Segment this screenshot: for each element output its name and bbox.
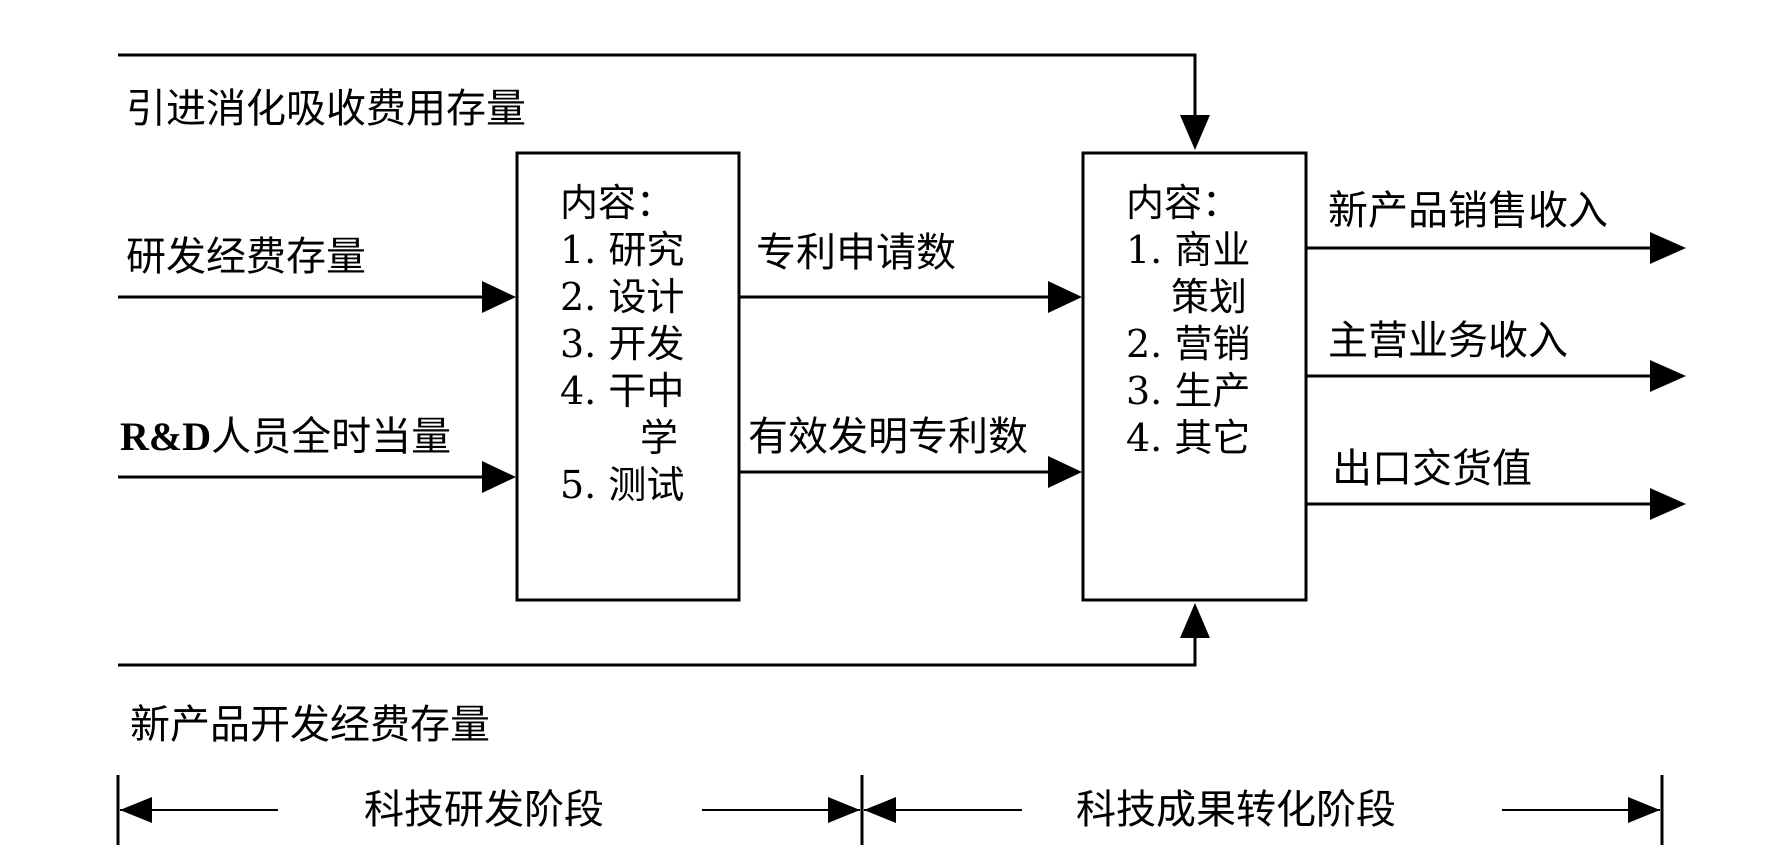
export-arrowhead [1650,488,1686,520]
new-product-funding-label: 新产品开发经费存量 [130,702,490,748]
conversion-stage-right-arrowhead [1628,797,1660,823]
rd-box-item-research: 1. 研究 [560,228,685,272]
conversion-box-heading: 内容： [1126,181,1241,225]
rd-box-heading: 内容： [560,181,675,225]
conversion-box-item-production: 3. 生产 [1126,369,1251,413]
main-business-income-label: 主营业务收入 [1328,318,1568,364]
conversion-box-item-other: 4. 其它 [1126,416,1251,460]
rd-funding-label: 研发经费存量 [126,234,366,280]
patent-applications-arrowhead [1048,281,1082,313]
introduction-flow-line [118,53,1197,118]
conversion-stage-label: 科技成果转化阶段 [1068,787,1404,833]
new-product-arrowhead [1180,603,1210,638]
patent-applications-label: 专利申请数 [756,230,956,276]
main-business-arrowhead [1650,360,1686,392]
rd-stage-right-arrowhead [828,797,860,823]
rd-personnel-arrowhead [482,461,516,493]
rd-box-content: 内容： 1. 研究 2. 设计 3. 开发 4. 干中 学 5. 测试 [560,180,684,509]
conversion-box-content: 内容： 1. 商业 策划 2. 营销 3. 生产 4. 其它 [1126,180,1250,462]
rd-box-item-develop: 3. 开发 [560,322,685,366]
rd-stage-left-arrowhead [120,797,152,823]
invention-patents-label: 有效发明专利数 [748,414,1028,460]
conversion-content-box [1081,151,1308,602]
rd-content-box [515,151,741,602]
new-product-flow-line [118,635,1197,667]
introduction-cost-label: 引进消化吸收费用存量 [126,86,526,132]
rd-funding-arrowhead [482,281,516,313]
conversion-box-item-business-planning: 1. 商业 [1126,228,1251,272]
conversion-box-item-marketing: 2. 营销 [1126,322,1251,366]
invention-patents-arrowhead [1048,456,1082,488]
rd-box-item-learning-by-doing: 4. 干中 [560,369,685,413]
rd-box-item-design: 2. 设计 [560,275,685,319]
rd-personnel-suffix: 人员全时当量 [211,414,452,460]
rd-stage-label: 科技研发阶段 [356,787,612,833]
rd-personnel-label: R&D人员全时当量 [120,414,451,460]
conversion-stage-left-arrowhead [864,797,896,823]
export-value-label: 出口交货值 [1332,446,1532,492]
introduction-arrowhead [1180,115,1210,150]
rd-box-item-learning-by-doing-cont: 学 [640,416,679,460]
new-product-sales-label: 新产品销售收入 [1328,188,1608,234]
new-product-sales-arrowhead [1650,232,1686,264]
conversion-box-item-business-planning-cont: 策划 [1171,275,1248,319]
rd-personnel-prefix: R&D [120,414,212,459]
rd-box-item-testing: 5. 测试 [560,463,685,507]
